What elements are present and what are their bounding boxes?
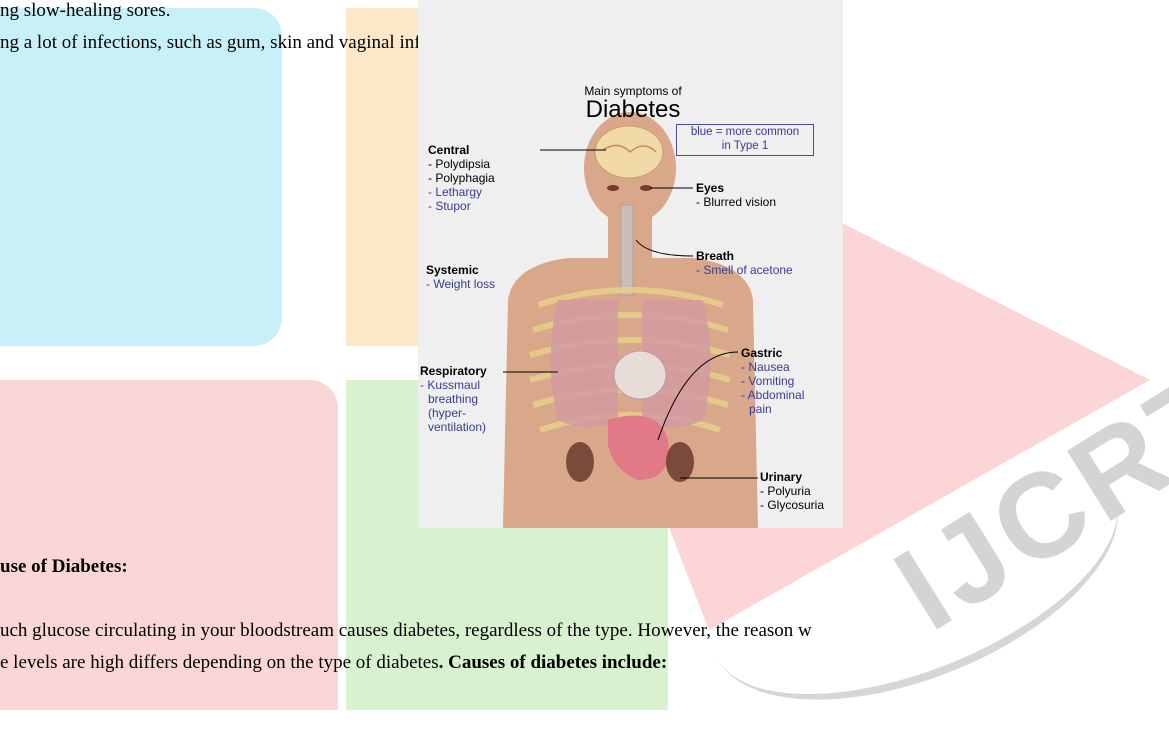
breath-heading: Breath: [696, 249, 793, 263]
watermark-orange-shape: [346, 8, 418, 346]
label-breath: Breath - Smell of acetone: [696, 249, 793, 277]
label-systemic: Systemic - Weight loss: [426, 263, 495, 291]
eyes-heading: Eyes: [696, 181, 776, 195]
urinary-heading: Urinary: [760, 470, 824, 484]
label-urinary: Urinary - Polyuria - Glycosuria: [760, 470, 824, 512]
gastric-heading: Gastric: [741, 346, 804, 360]
central-item: - Polydipsia: [428, 157, 495, 171]
urinary-item: - Polyuria: [760, 484, 824, 498]
paragraph-line-2: e levels are high differs depending on t…: [0, 652, 667, 674]
respiratory-item: ventilation): [420, 420, 487, 434]
central-item: - Lethargy: [428, 185, 495, 199]
paragraph-line-2-text: e levels are high differs depending on t…: [0, 652, 439, 673]
respiratory-item: breathing: [420, 392, 487, 406]
paragraph-line-2-bold: . Causes of diabetes include:: [439, 652, 668, 673]
text-line-infections: ng a lot of infections, such as gum, ski…: [0, 32, 479, 54]
central-item: - Stupor: [428, 199, 495, 213]
gastric-item: - Vomiting: [741, 374, 804, 388]
systemic-heading: Systemic: [426, 263, 495, 277]
paragraph-line-1: uch glucose circulating in your bloodstr…: [0, 620, 812, 642]
central-item: - Polyphagia: [428, 171, 495, 185]
breath-item: - Smell of acetone: [696, 263, 793, 277]
diabetes-symptoms-figure: Main symptoms of Diabetes blue = more co…: [418, 0, 843, 528]
watermark-cyan-shape: [0, 8, 282, 346]
label-respiratory: Respiratory - Kussmaul breathing (hyper-…: [420, 364, 487, 434]
figure-title: Diabetes: [538, 96, 728, 124]
legend-box: blue = more common in Type 1: [676, 124, 814, 156]
section-heading: use of Diabetes:: [0, 556, 128, 578]
label-gastric: Gastric - Nausea - Vomiting - Abdominal …: [741, 346, 804, 416]
legend-line-2: in Type 1: [677, 139, 813, 153]
eyes-item: - Blurred vision: [696, 195, 776, 209]
label-eyes: Eyes - Blurred vision: [696, 181, 776, 209]
respiratory-heading: Respiratory: [420, 364, 487, 378]
gastric-item: pain: [741, 402, 804, 416]
gastric-item: - Nausea: [741, 360, 804, 374]
systemic-item: - Weight loss: [426, 277, 495, 291]
respiratory-item: (hyper-: [420, 406, 487, 420]
central-heading: Central: [428, 143, 495, 157]
gastric-item: - Abdominal: [741, 388, 804, 402]
respiratory-item: - Kussmaul: [420, 378, 487, 392]
legend-line-1: blue = more common: [677, 125, 813, 139]
text-line-sores: ng slow-healing sores.: [0, 0, 170, 22]
urinary-item: - Glycosuria: [760, 498, 824, 512]
label-central: Central - Polydipsia - Polyphagia - Leth…: [428, 143, 495, 213]
watermark-green-lower-shape: [418, 528, 668, 710]
